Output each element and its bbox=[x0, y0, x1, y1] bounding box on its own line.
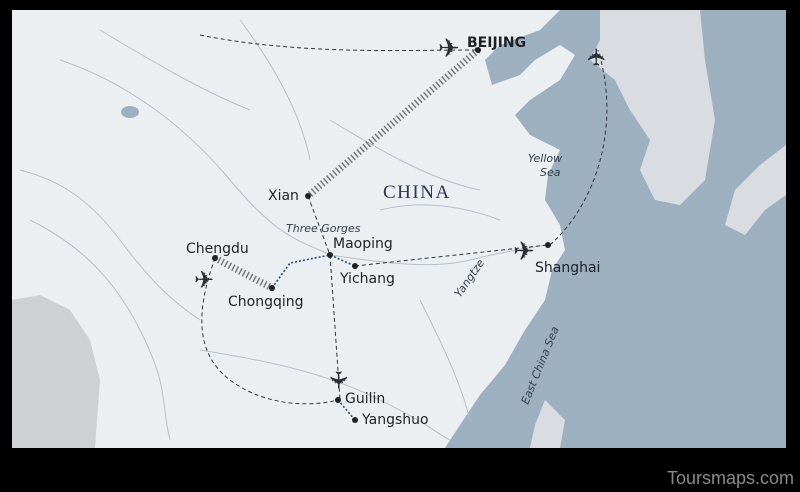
country-label-china: CHINA bbox=[383, 182, 451, 203]
city-markers bbox=[212, 47, 551, 423]
city-label-beijing: BEIJING bbox=[467, 35, 526, 51]
city-label-xian: Xian bbox=[268, 188, 299, 204]
china-land bbox=[12, 10, 575, 448]
taiwan-land bbox=[530, 400, 565, 448]
sea-label-yellow: Yellow bbox=[528, 152, 562, 165]
region-label-three-gorges: Three Gorges bbox=[286, 222, 361, 235]
airplane-icon: ✈ bbox=[324, 370, 351, 390]
rivers bbox=[19, 19, 546, 441]
city-label-maoping: Maoping bbox=[333, 236, 393, 252]
city-label-shanghai: Shanghai bbox=[535, 260, 600, 276]
transfer-guilin-yangshuo bbox=[337, 399, 356, 421]
japan-land bbox=[725, 145, 786, 235]
train-route-beijing-xian bbox=[305, 47, 481, 199]
city-label-yangshuo: Yangshuo bbox=[361, 412, 429, 428]
airplane-icon: ✈ bbox=[584, 47, 611, 67]
airplane-icon: ✈ bbox=[194, 267, 214, 294]
airplane-icon: ✈ bbox=[513, 236, 535, 266]
flight-routes bbox=[199, 34, 608, 405]
city-label-chongqing: Chongqing bbox=[228, 294, 304, 310]
train-route-chengdu-chongqing bbox=[213, 254, 274, 292]
china-tour-map: ✈ ✈ ✈ ✈ ✈ BEIJING Xian Chengdu Chongqing… bbox=[12, 10, 786, 448]
airplane-icon: ✈ bbox=[438, 33, 460, 63]
sea-label-sea: Sea bbox=[540, 166, 561, 179]
city-label-yichang: Yichang bbox=[339, 271, 395, 287]
lake bbox=[121, 106, 139, 118]
river-cruise-route bbox=[271, 254, 356, 289]
city-label-chengdu: Chengdu bbox=[186, 241, 249, 257]
airplane-icons: ✈ ✈ ✈ ✈ ✈ bbox=[194, 33, 611, 390]
korea-land bbox=[590, 10, 715, 205]
neighbor-land-southwest bbox=[12, 295, 100, 448]
watermark: Toursmaps.com bbox=[666, 468, 794, 488]
city-label-guilin: Guilin bbox=[345, 391, 385, 407]
